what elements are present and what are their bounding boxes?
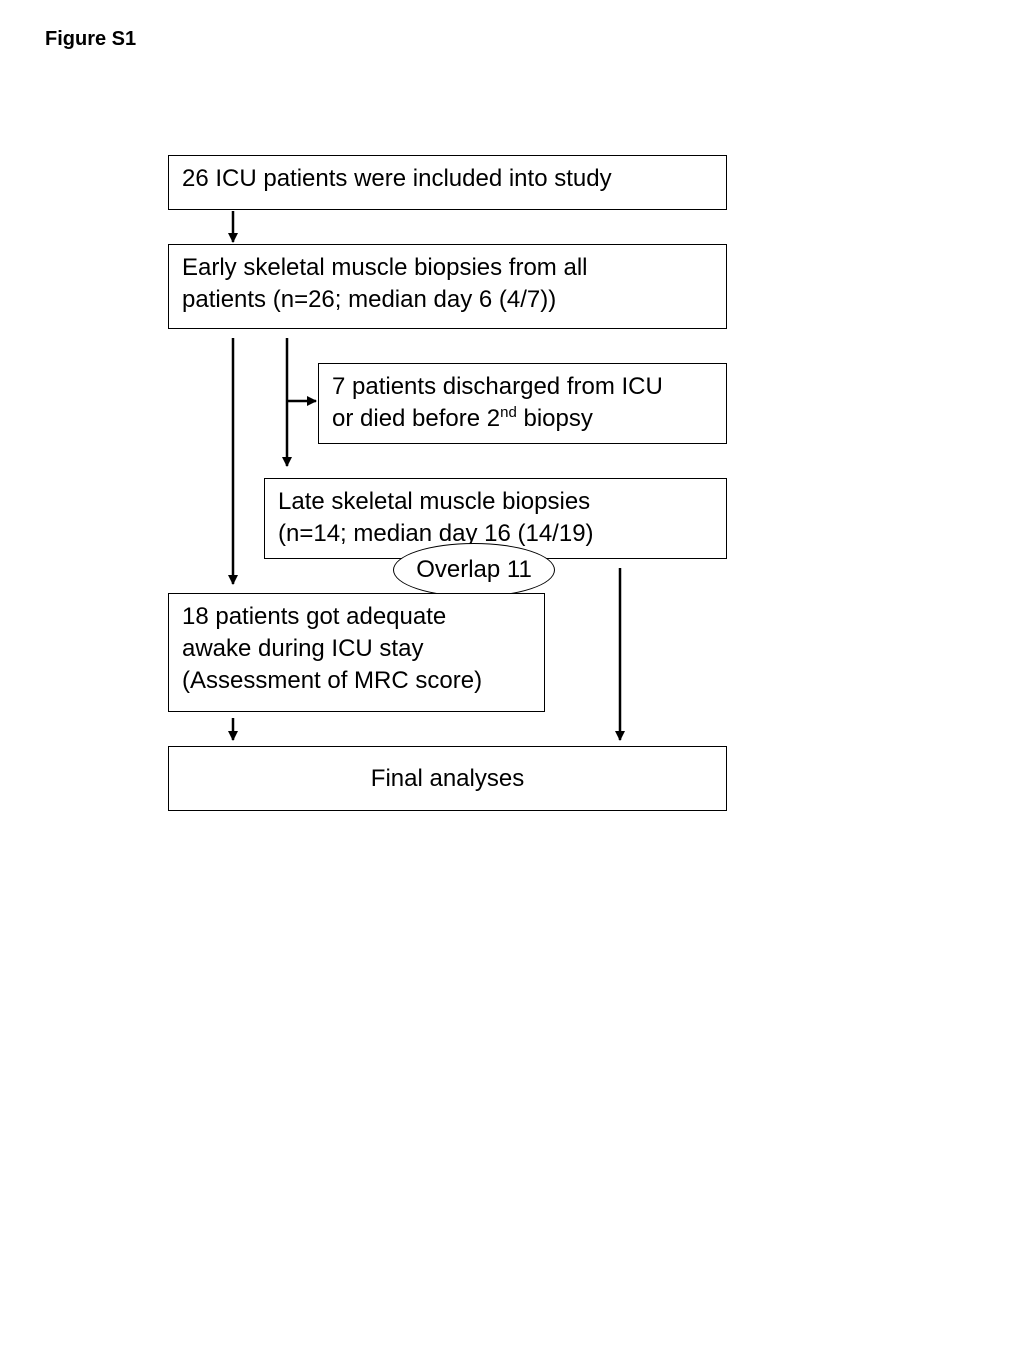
discharged-line-1: 7 patients discharged from ICU <box>332 373 663 400</box>
early-line-2: patients (n=26; median day 6 (4/7)) <box>182 286 557 313</box>
discharged-line-2: or died before 2nd biopsy <box>332 403 713 438</box>
box-late-biopsies: Late skeletal muscle biopsies (n=14; med… <box>264 478 727 559</box>
discharged-line-2-superscript: nd <box>500 404 517 421</box>
box-included-patients: 26 ICU patients were included into study <box>168 155 727 210</box>
discharged-line-2-prefix: or died before 2 <box>332 405 501 432</box>
box-awake-patients: 18 patients got adequate awake during IC… <box>168 593 545 712</box>
final-text: Final analyses <box>370 765 525 792</box>
included-text: 26 ICU patients were included into study <box>182 165 612 192</box>
awake-line-3: (Assessment of MRC score) <box>182 667 483 694</box>
box-discharged-patients: 7 patients discharged from ICU or died b… <box>318 363 727 444</box>
overlap-ellipse: Overlap 11 <box>393 543 555 597</box>
late-line-1: Late skeletal muscle biopsies <box>278 488 591 515</box>
box-early-biopsies: Early skeletal muscle biopsies from all … <box>168 244 727 329</box>
awake-line-2: awake during ICU stay <box>182 635 424 662</box>
late-line-2: (n=14; median day 16 (14/19) <box>278 520 594 547</box>
discharged-line-2-suffix: biopsy <box>516 405 593 432</box>
early-line-1: Early skeletal muscle biopsies from all <box>182 254 588 281</box>
box-final-analyses: Final analyses <box>168 746 727 811</box>
overlap-text: Overlap 11 <box>416 556 532 583</box>
figure-label: Figure S1 <box>45 28 137 50</box>
awake-line-1: 18 patients got adequate <box>182 603 447 630</box>
